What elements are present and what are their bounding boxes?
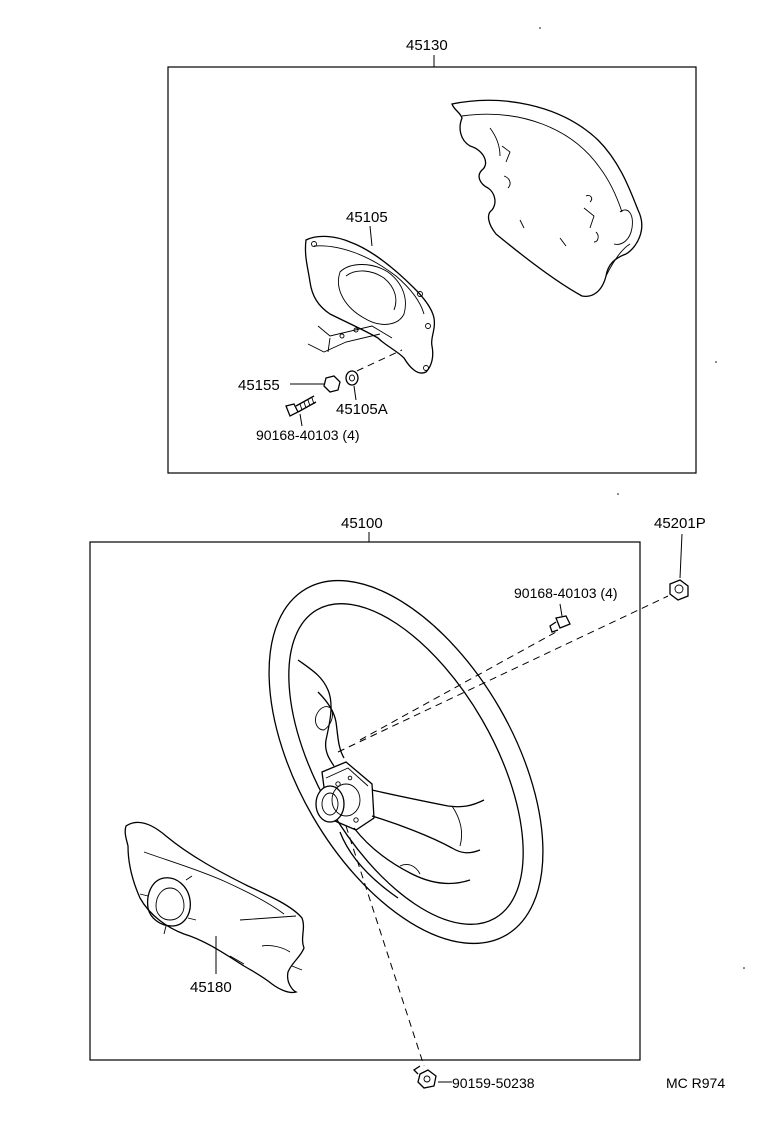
upper-group-frame [167, 55, 697, 474]
label-screw-top: 90168-40103 (4) [256, 427, 360, 443]
pad-bracket [304, 225, 436, 374]
steering-wheel [268, 579, 544, 945]
label-45105: 45105 [346, 209, 388, 226]
lower-cover [124, 821, 305, 994]
scan-specks [539, 27, 745, 969]
bracket-fasteners [285, 349, 403, 427]
wheel-screw [549, 603, 571, 633]
reference-code: MC R974 [666, 1075, 725, 1091]
label-45100: 45100 [341, 515, 383, 532]
label-45201P: 45201P [654, 515, 706, 532]
bottom-screw [412, 1065, 452, 1089]
label-45130: 45130 [406, 37, 448, 54]
label-bottom-screw: 90159-50238 [452, 1075, 535, 1091]
label-45180: 45180 [190, 979, 232, 996]
label-45155: 45155 [238, 377, 280, 394]
steering-pad [451, 99, 643, 298]
lower-group-frame [89, 532, 641, 1061]
label-screw-wheel: 90168-40103 (4) [514, 585, 618, 601]
label-45105A: 45105A [336, 401, 388, 418]
wheel-nut [669, 533, 689, 601]
assembly-lines [337, 595, 669, 1067]
